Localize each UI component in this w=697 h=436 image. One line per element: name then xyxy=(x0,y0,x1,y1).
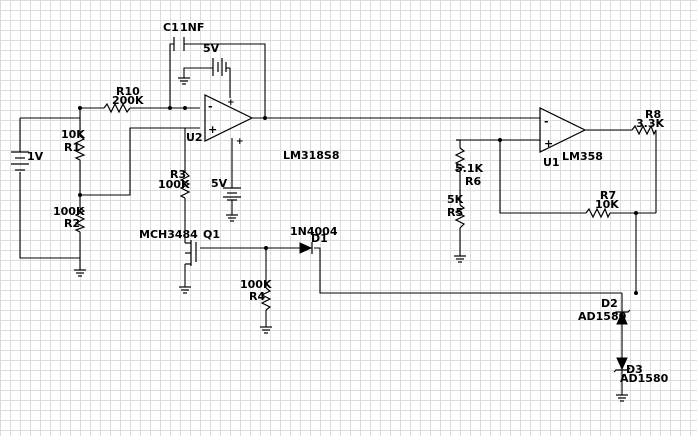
u1-minus-sign: - xyxy=(544,115,549,128)
r7-value-label: 10K xyxy=(595,198,619,211)
r1-resistor-symbol[interactable] xyxy=(74,135,86,161)
u2-ref-label: U2 xyxy=(186,131,203,144)
d3-part-label: AD1580 xyxy=(620,372,669,385)
r1-value-label: 10K xyxy=(61,128,85,141)
c1-capacitor-symbol[interactable] xyxy=(173,37,185,51)
r3-resistor-symbol[interactable] xyxy=(179,171,191,199)
q1-part-label: MCH3484 xyxy=(139,228,198,241)
supply-5v-bottom-symbol[interactable] xyxy=(223,187,241,201)
u2-opamp-symbol[interactable] xyxy=(204,94,254,142)
r2-value-label: 100K xyxy=(53,205,85,218)
r6-ref-label: R6 xyxy=(465,175,481,188)
u1-part-label: LM358 xyxy=(562,150,603,163)
u2-vminus-plus-sign: + xyxy=(236,137,244,147)
q1-ref-label: Q1 xyxy=(203,228,220,241)
ground-icon xyxy=(226,214,238,222)
r7-ref-label: R7 xyxy=(600,189,616,202)
r10-ref-label: R10 xyxy=(116,85,140,98)
d3-zener-symbol[interactable] xyxy=(613,357,631,373)
r6-resistor-symbol[interactable] xyxy=(454,147,466,173)
c1-ref-label: C1 xyxy=(163,21,179,34)
ground-icon xyxy=(74,269,86,277)
r10-value-label: 200K xyxy=(112,94,144,107)
u2-part-label: LM318S8 xyxy=(283,149,340,162)
r2-resistor-symbol[interactable] xyxy=(74,207,86,233)
c1-value-label: 1NF xyxy=(180,21,204,34)
ground-symbols xyxy=(74,77,628,402)
r10-resistor-symbol[interactable] xyxy=(103,102,131,114)
r8-value-label: 3.3K xyxy=(636,117,664,130)
r4-ref-label: R4 xyxy=(249,290,265,303)
u2-vplus-plus-sign: + xyxy=(227,98,235,108)
r2-ref-label: R2 xyxy=(64,217,80,230)
u1-plus-sign: + xyxy=(544,137,553,150)
supply-5v-top-symbol[interactable] xyxy=(212,58,227,76)
labels: C1 1NF 5V R10 200K 10K R1 1V 100K R2 U2 … xyxy=(27,21,669,385)
u1-ref-label: U1 xyxy=(543,156,560,169)
ground-icon xyxy=(454,255,466,263)
r5-ref-label: R5 xyxy=(447,206,463,219)
d1-part-label: 1N4004 xyxy=(290,225,338,238)
u2-plus-sign: + xyxy=(208,123,217,136)
r6-value-label: 5.1K xyxy=(455,162,483,175)
r1-ref-label: R1 xyxy=(64,141,80,154)
ground-icon xyxy=(179,286,191,294)
u2-minus-sign: - xyxy=(208,100,213,113)
d2-zener-symbol[interactable] xyxy=(613,309,631,325)
r8-resistor-symbol[interactable] xyxy=(631,124,657,136)
d2-ref-label: D2 xyxy=(601,297,618,310)
battery-1v-symbol[interactable] xyxy=(11,151,29,171)
q1-mosfet-symbol[interactable] xyxy=(185,240,197,266)
r4-value-label: 100K xyxy=(240,278,272,291)
junctions xyxy=(78,106,638,295)
r3-value-label: 100K xyxy=(158,178,190,191)
d2-part-label: AD1580 xyxy=(578,310,627,323)
v-bottom-value-label: 5V xyxy=(211,177,228,190)
ground-icon xyxy=(178,77,190,85)
u1-opamp-symbol[interactable] xyxy=(539,107,587,153)
d1-ref-label: D1 xyxy=(311,232,328,245)
battery-value-label: 1V xyxy=(27,150,44,163)
ground-icon xyxy=(616,394,628,402)
r8-ref-label: R8 xyxy=(645,108,661,121)
r7-resistor-symbol[interactable] xyxy=(585,207,611,219)
r5-value-label: 5K xyxy=(447,193,464,206)
r5-resistor-symbol[interactable] xyxy=(454,204,466,229)
r4-resistor-symbol[interactable] xyxy=(260,287,272,311)
v-top-value-label: 5V xyxy=(203,42,220,55)
ground-icon xyxy=(260,326,272,334)
d3-ref-label: D3 xyxy=(626,363,643,376)
r3-ref-label: R3 xyxy=(170,168,186,181)
d1-diode-symbol[interactable] xyxy=(299,242,313,254)
